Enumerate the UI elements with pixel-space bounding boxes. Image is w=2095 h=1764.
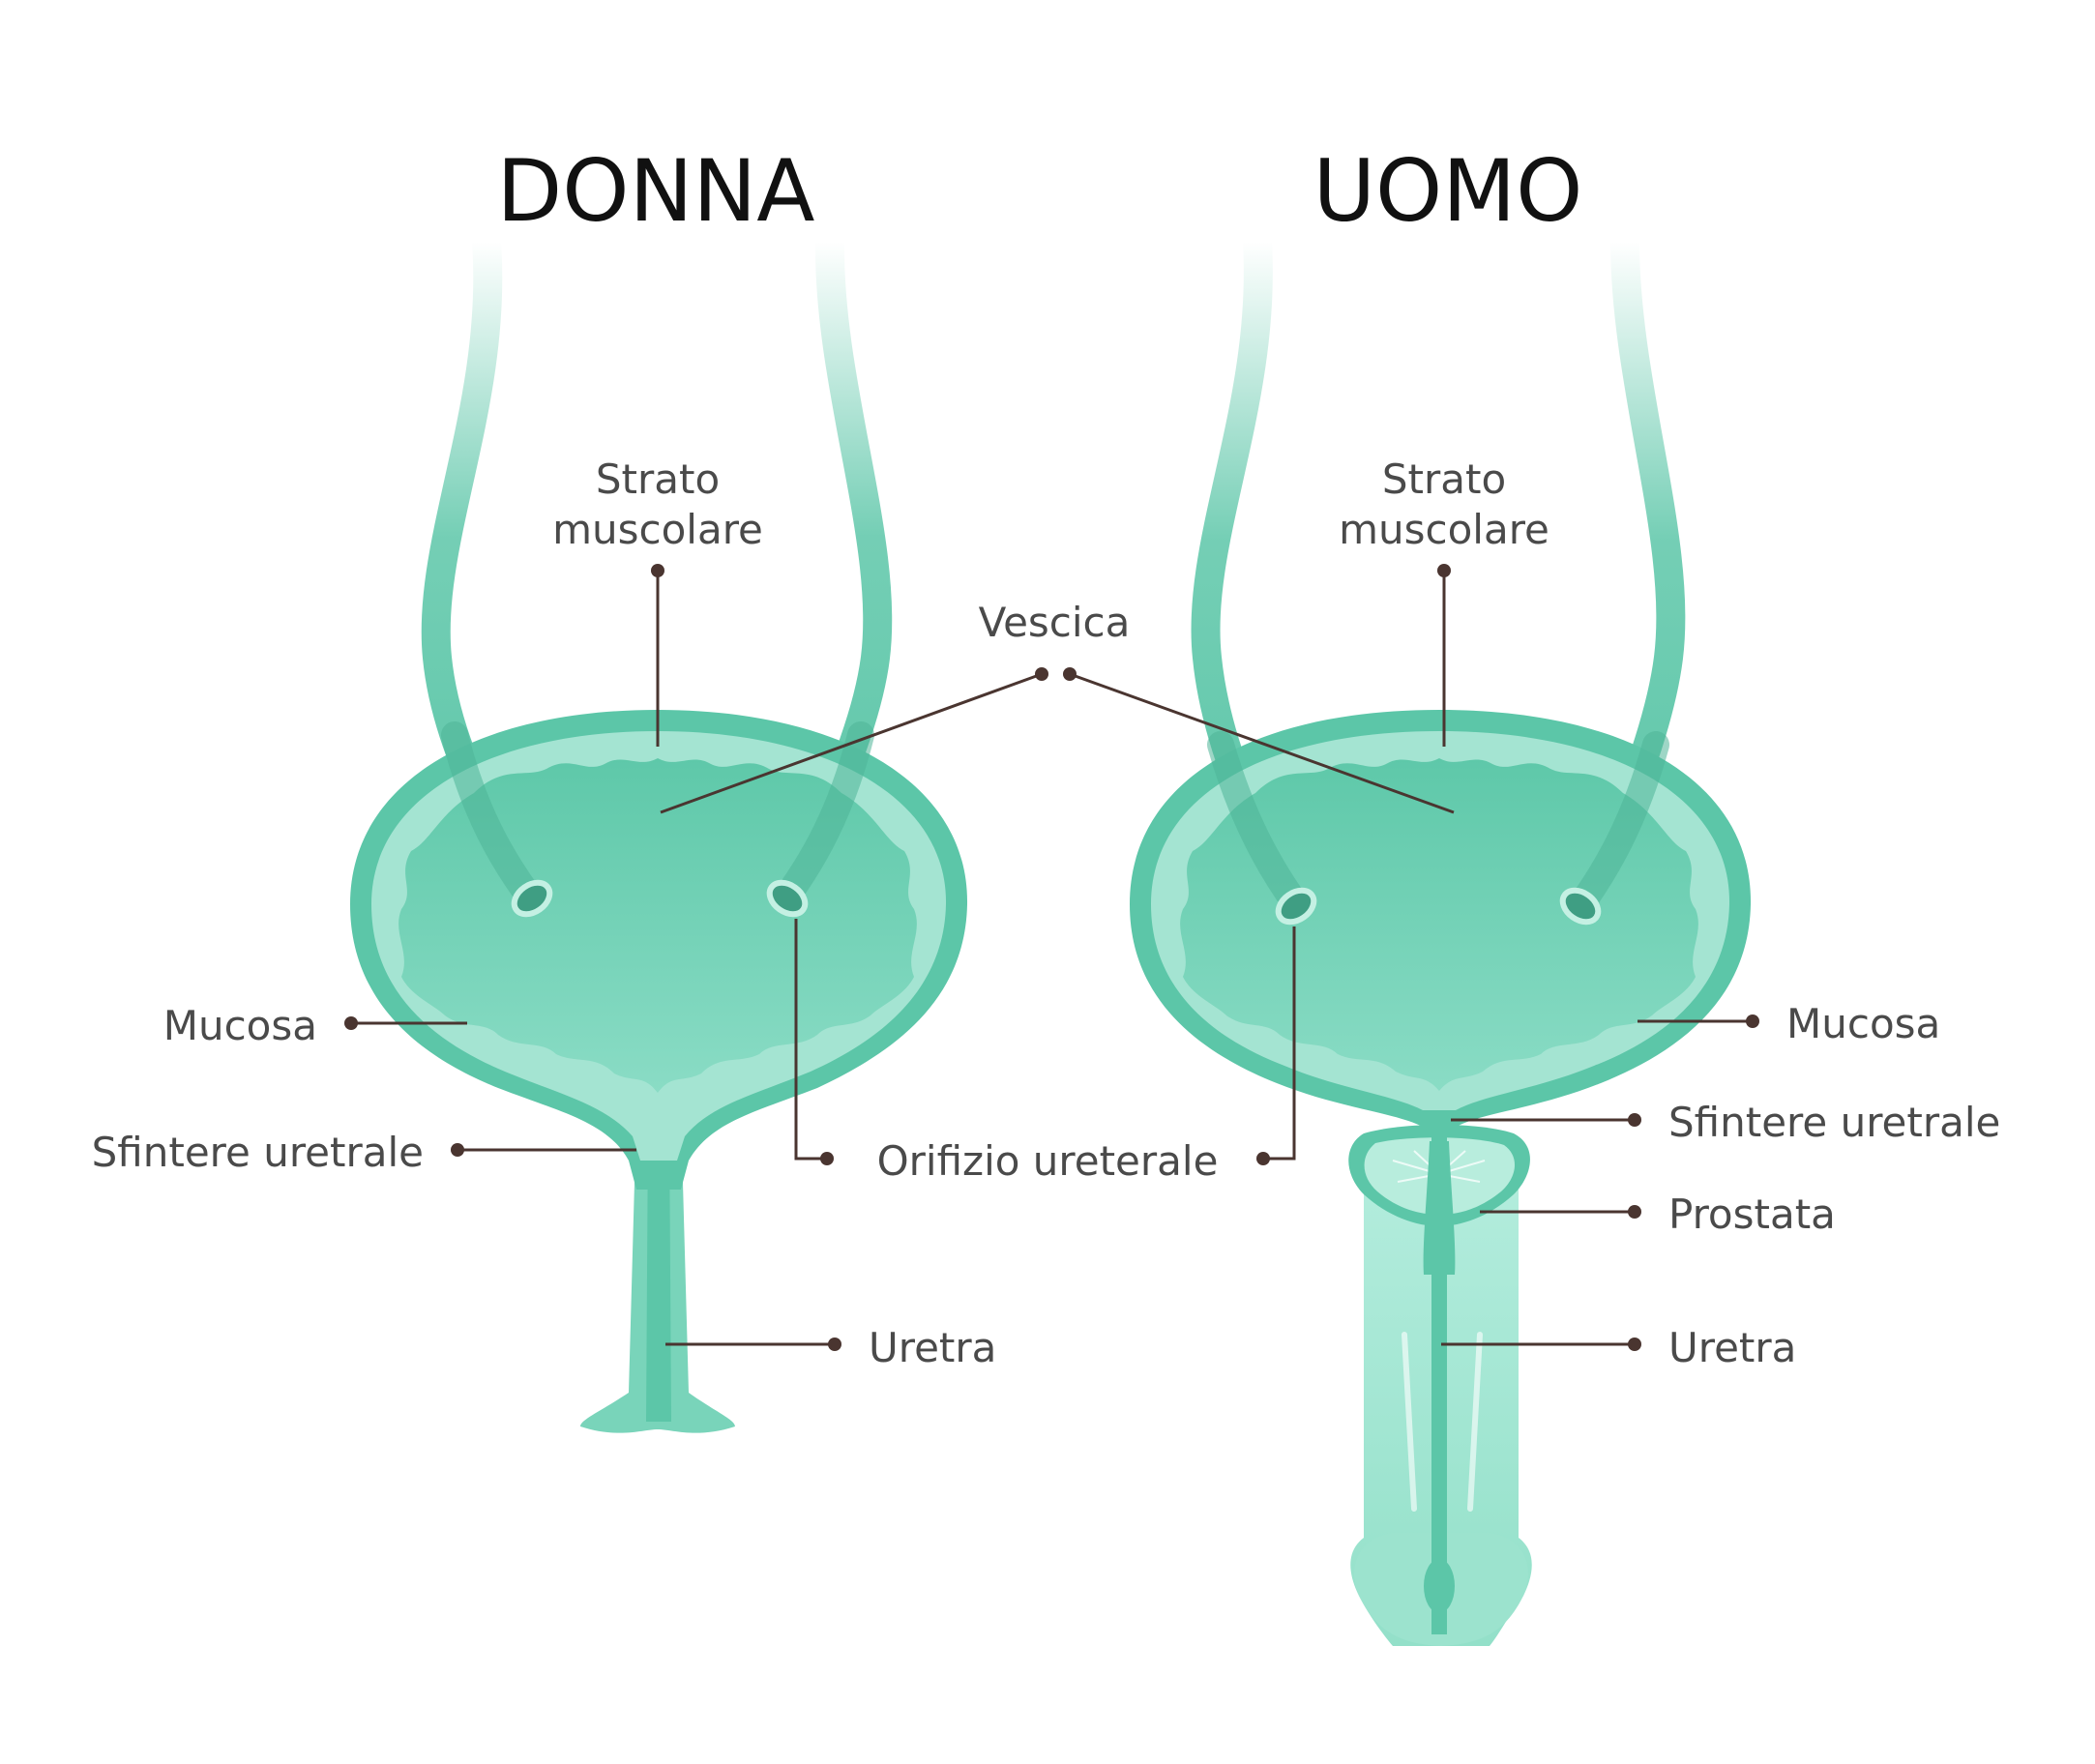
leader-orifice-male xyxy=(1263,926,1296,1161)
label-muscle-layer-female-line2: muscolare xyxy=(552,506,763,553)
label-muscle-layer-female-line1: Strato xyxy=(596,456,720,503)
urethra-prostatic-bulge xyxy=(1423,1141,1456,1275)
label-ureteral-orifice: Orifizio ureterale xyxy=(877,1137,1219,1185)
label-sphincter-female: Sfintere uretrale xyxy=(92,1129,424,1176)
penis-highlight-left xyxy=(1402,1332,1417,1512)
ureter-right-inner-female xyxy=(775,721,874,908)
ureter-left-inner-female xyxy=(441,721,544,911)
bladder-lumen-male xyxy=(1180,758,1698,1091)
leader-dot-prostate xyxy=(1628,1205,1641,1219)
title-male: UOMO xyxy=(1313,141,1583,241)
leader-dot-urethra-female xyxy=(828,1338,841,1351)
leader-dot-orifice-female xyxy=(820,1152,834,1165)
label-muscle-layer-male-line1: Strato xyxy=(1382,456,1506,503)
ureteral-orifice-right-male xyxy=(1559,887,1602,926)
ureteral-orifice-left-male xyxy=(1275,887,1317,926)
penis-highlight-right xyxy=(1467,1332,1483,1512)
leader-dot-bladder-male xyxy=(1063,667,1077,681)
label-muscle-layer-male-line2: muscolare xyxy=(1339,506,1549,553)
ureteral-orifice-right-female xyxy=(766,879,809,918)
urethra-lumen-female xyxy=(646,1122,671,1422)
label-mucosa-female: Mucosa xyxy=(163,1002,317,1049)
urethra-fossa xyxy=(1424,1559,1455,1613)
leader-dot-muscle-layer-female xyxy=(651,564,664,577)
leader-bladder-female xyxy=(660,672,1043,814)
label-urethra-female: Uretra xyxy=(869,1324,996,1371)
leader-dot-orifice-male xyxy=(1256,1152,1270,1165)
male-bladder xyxy=(1130,227,1752,1646)
leader-bladder-male xyxy=(1069,672,1455,814)
bladder-lumen-female xyxy=(398,758,917,1093)
ureteral-orifice-left-female xyxy=(511,879,553,918)
ureter-left-inner-male xyxy=(1207,731,1310,918)
leader-dot-mucosa-male xyxy=(1746,1014,1759,1028)
leader-orifice-female xyxy=(794,919,827,1161)
leader-dot-muscle-layer-male xyxy=(1437,564,1451,577)
labels: Strato muscolare Strato muscolare Vescic… xyxy=(92,456,2001,1371)
title-female: DONNA xyxy=(497,141,815,241)
label-urethra-male: Uretra xyxy=(1668,1324,1796,1371)
label-sphincter-male: Sfintere uretrale xyxy=(1668,1099,2000,1146)
leader-dot-bladder-female xyxy=(1035,667,1048,681)
female-bladder xyxy=(350,227,968,1433)
ureter-right-inner-male xyxy=(1568,731,1669,918)
leader-dot-sphincter-male xyxy=(1628,1113,1641,1127)
label-bladder: Vescica xyxy=(979,599,1131,646)
leader-dot-sphincter-female xyxy=(451,1143,464,1157)
leader-lines xyxy=(344,564,1759,1351)
leader-dot-urethra-male xyxy=(1628,1338,1641,1351)
label-mucosa-male: Mucosa xyxy=(1786,1000,1940,1047)
leader-dot-mucosa-female xyxy=(344,1016,358,1030)
label-prostate: Prostata xyxy=(1668,1191,1836,1238)
